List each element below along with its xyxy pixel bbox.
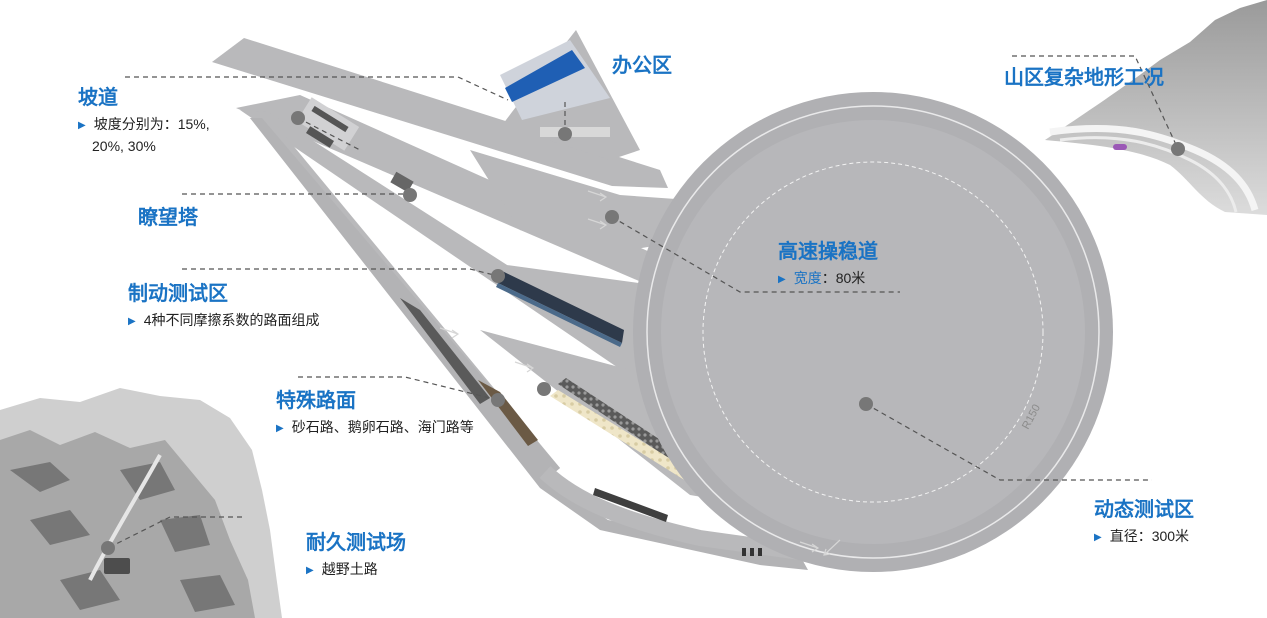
dynamic-label: 动态测试区 ▶ 直径：300米 bbox=[1094, 498, 1194, 548]
office-label: 办公区 bbox=[612, 54, 672, 78]
bullet-icon: ▶ bbox=[1094, 532, 1102, 543]
highspeed-label: 高速操稳道 ▶ 宽度：80米 bbox=[778, 240, 878, 290]
highspeed-desc: ▶ 宽度：80米 bbox=[778, 268, 878, 290]
bullet-icon: ▶ bbox=[276, 423, 284, 434]
location-markers bbox=[101, 111, 1185, 555]
leader-lines bbox=[107, 55, 1179, 549]
ramp-desc: ▶ 坡度分别为：15%, 20%, 30% bbox=[78, 114, 210, 156]
brake-marker bbox=[491, 269, 505, 283]
mountain-marker bbox=[1171, 142, 1185, 156]
durability-desc: ▶ 越野土路 bbox=[306, 559, 406, 581]
special-marker-1 bbox=[537, 382, 551, 396]
track-layout: R150 bbox=[212, 30, 1113, 572]
tower-marker bbox=[403, 188, 417, 202]
durability-label: 耐久测试场 ▶ 越野土路 bbox=[306, 531, 406, 581]
special-title: 特殊路面 bbox=[276, 390, 356, 412]
brake-desc: ▶ 4种不同摩擦系数的路面组成 bbox=[128, 310, 320, 332]
office-marker bbox=[558, 127, 572, 141]
bullet-icon: ▶ bbox=[306, 565, 314, 576]
special-marker-2 bbox=[491, 393, 505, 407]
durability-title: 耐久测试场 bbox=[306, 532, 406, 554]
dynamic-desc-text: 直径：300米 bbox=[1109, 528, 1190, 544]
ramp-title: 坡道 bbox=[78, 87, 118, 109]
dynamic-marker bbox=[859, 397, 873, 411]
special-label: 特殊路面 ▶ 砂石路、鹅卵石路、海门路等 bbox=[276, 389, 474, 439]
dynamic-desc: ▶ 直径：300米 bbox=[1094, 526, 1194, 548]
brake-desc-text: 4种不同摩擦系数的路面组成 bbox=[143, 312, 320, 328]
brake-title: 制动测试区 bbox=[128, 283, 228, 305]
durability-desc-text: 越野土路 bbox=[321, 561, 378, 577]
special-desc-text: 砂石路、鹅卵石路、海门路等 bbox=[291, 419, 474, 435]
bullet-icon: ▶ bbox=[128, 316, 136, 327]
durability-marker bbox=[101, 541, 115, 555]
ramp-marker bbox=[291, 111, 305, 125]
mountain-title: 山区复杂地形工况 bbox=[1004, 67, 1164, 89]
highspeed-marker bbox=[605, 210, 619, 224]
brake-label: 制动测试区 ▶ 4种不同摩擦系数的路面组成 bbox=[128, 282, 320, 332]
highspeed-desc-label: 宽度 bbox=[793, 270, 822, 286]
highspeed-desc-value: ：80米 bbox=[821, 270, 866, 286]
mountain-label: 山区复杂地形工况 bbox=[1004, 66, 1164, 90]
ramp-desc-line2: 20%, 30% bbox=[92, 138, 156, 154]
ramp-label: 坡道 ▶ 坡度分别为：15%, 20%, 30% bbox=[78, 86, 210, 156]
tower-title: 瞭望塔 bbox=[138, 207, 198, 229]
highspeed-title: 高速操稳道 bbox=[778, 241, 878, 263]
ramp-desc-line1: 坡度分别为：15%, bbox=[93, 116, 210, 132]
rocky-terrain bbox=[0, 388, 282, 618]
bullet-icon: ▶ bbox=[78, 120, 86, 131]
dynamic-title: 动态测试区 bbox=[1094, 499, 1194, 521]
special-desc: ▶ 砂石路、鹅卵石路、海门路等 bbox=[276, 417, 474, 439]
office-title: 办公区 bbox=[612, 55, 672, 77]
mountain-terrain bbox=[1045, 0, 1267, 215]
bullet-icon: ▶ bbox=[778, 274, 786, 285]
tower-label: 瞭望塔 bbox=[138, 206, 198, 230]
